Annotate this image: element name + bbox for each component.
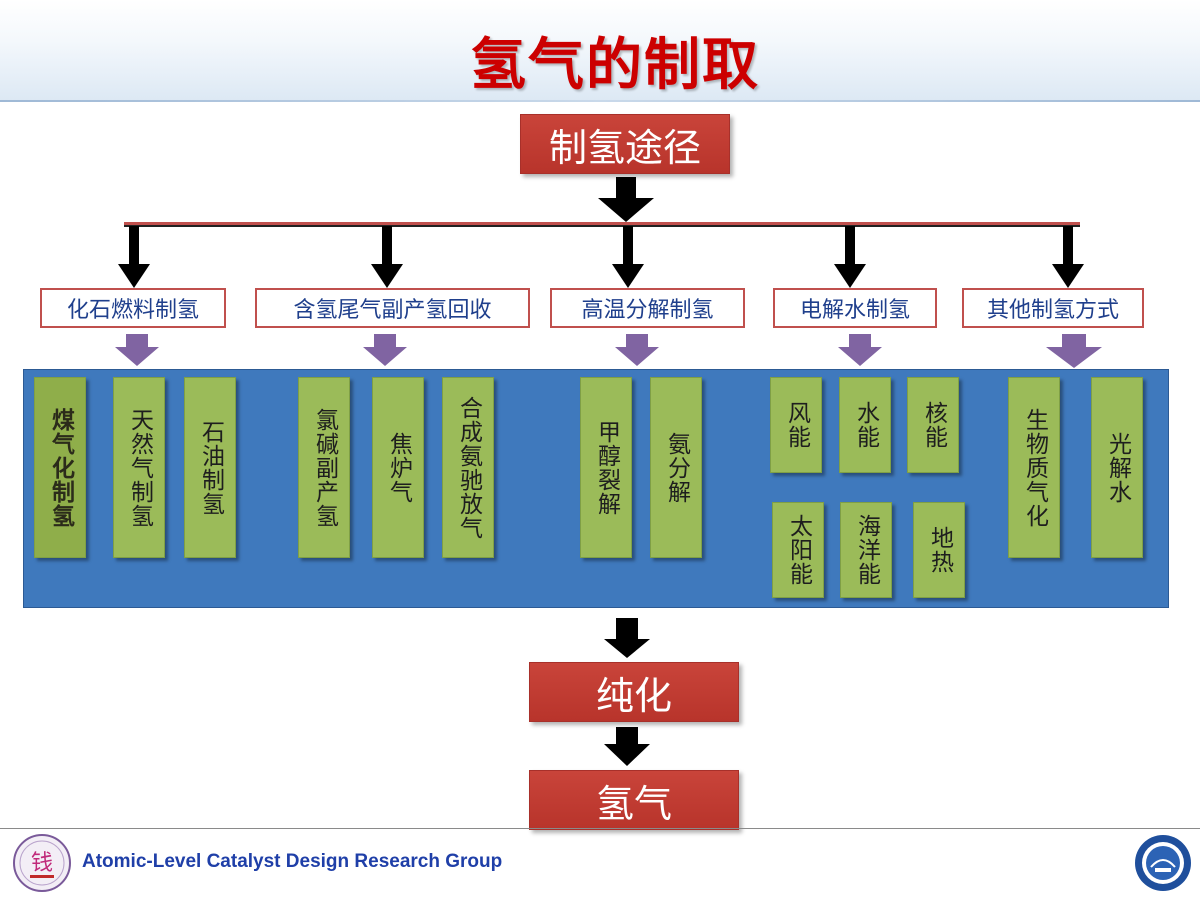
branch-line-red: [124, 222, 1080, 226]
root-arrow: [598, 177, 654, 222]
leaf-solar: 太阳能: [772, 502, 824, 598]
leaf-geothermal: 地热: [913, 502, 965, 598]
purple-arrows: [115, 334, 1102, 368]
category-arrows: [118, 226, 1084, 288]
leaf-ammonia-purge-gas: 合成氨驰放气: [442, 377, 494, 558]
category-other: 其他制氢方式: [962, 288, 1144, 328]
group-logo-icon: 钱: [13, 834, 71, 892]
leaf-hydro: 水能: [839, 377, 891, 473]
purify-arrow: [604, 618, 650, 658]
root-box: 制氢途径: [520, 114, 730, 174]
leaf-ammonia-decomposition: 氨分解: [650, 377, 702, 558]
hydrogen-arrow: [604, 727, 650, 766]
leaf-nuclear: 核能: [907, 377, 959, 473]
leaf-petroleum: 石油制氢: [184, 377, 236, 558]
footer-divider: [0, 828, 1200, 829]
leaf-photolysis-water: 光解水: [1091, 377, 1143, 558]
leaf-methanol-cracking: 甲醇裂解: [580, 377, 632, 558]
category-tail-gas: 含氢尾气副产氢回收: [255, 288, 530, 328]
hydrogen-box: 氢气: [529, 770, 739, 830]
svg-text:钱: 钱: [31, 851, 53, 876]
leaf-chlor-alkali: 氯碱副产氢: [298, 377, 350, 558]
leaf-biomass-gasification: 生物质气化: [1008, 377, 1060, 558]
group-name: Atomic-Level Catalyst Design Research Gr…: [82, 851, 503, 872]
category-fossil-fuel: 化石燃料制氢: [40, 288, 226, 328]
leaf-coal-gasification: 煤气化制氢: [34, 377, 86, 558]
header-band: [0, 0, 1200, 102]
purify-box: 纯化: [529, 662, 739, 722]
leaf-wind: 风能: [770, 377, 822, 473]
leaf-natural-gas: 天然气制氢: [113, 377, 165, 558]
category-pyrolysis: 高温分解制氢: [550, 288, 745, 328]
page-title: 氢气的制取: [470, 33, 760, 98]
university-seal-icon: [1135, 835, 1191, 891]
branch-line-black: [124, 225, 1080, 227]
leaf-ocean: 海洋能: [840, 502, 892, 598]
category-electrolysis: 电解水制氢: [773, 288, 937, 328]
leaf-coke-oven-gas: 焦炉气: [372, 377, 424, 558]
